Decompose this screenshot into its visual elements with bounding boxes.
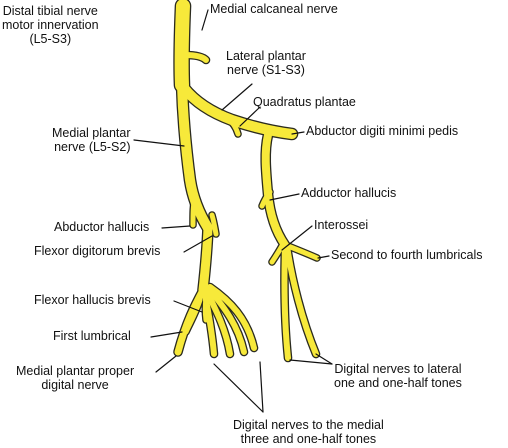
leader-digital-medial-a (213, 363, 264, 413)
label-digital-nerves-medial: Digital nerves to the medial three and o… (233, 418, 384, 446)
leader-flexor-hallucis-brevis (173, 300, 203, 313)
leader-lateral-plantar (221, 83, 253, 111)
mp-common-trunk (198, 223, 213, 295)
medial-plantar-trunk (177, 80, 213, 233)
leader-second-fourth-lumbricals (317, 255, 330, 259)
label-distal-tibial-nerve: Distal tibial nerve motor innervation (L… (2, 4, 99, 46)
leader-abductor-digiti-minimi (291, 131, 305, 135)
leader-quadratus-plantae (239, 106, 261, 127)
quadratus-plantae-branch (225, 116, 241, 137)
leader-medial-plantar (133, 139, 185, 147)
label-line: three and one-half tones (240, 432, 377, 446)
label-line: Distal tibial nerve (2, 4, 98, 18)
label-flexor-digitorum-brevis: Flexor digitorum brevis (34, 244, 161, 258)
label-adductor-hallucis: Adductor hallucis (301, 186, 397, 200)
label-flexor-hallucis-brevis: Flexor hallucis brevis (34, 293, 151, 307)
leader-first-lumbrical (150, 331, 183, 338)
nerve-fill (174, 0, 320, 361)
first-lumbrical-branch (183, 297, 203, 335)
lumbrical-234-branch (285, 243, 320, 261)
lateral-digital-b (284, 243, 319, 357)
label-line: Digital nerves to lateral (334, 362, 462, 376)
label-line: Medial plantar proper (16, 364, 135, 378)
nerve-branches (173, 0, 321, 363)
medial-digital-3 (206, 286, 247, 355)
label-line: nerve (S1-S3) (227, 63, 305, 77)
abductor-hallucis-branch (190, 192, 198, 228)
label-line: (L5-S3) (29, 32, 72, 46)
medial-digital-1 (202, 292, 217, 357)
label-line: nerve (L5-S2) (54, 140, 131, 154)
label-quadratus-plantae: Quadratus plantae (253, 95, 356, 109)
label-second-to-fourth-lumbricals: Second to fourth lumbricals (331, 248, 483, 262)
label-medial-plantar-nerve: Medial plantar nerve (L5-S2) (52, 126, 131, 154)
label-line: one and one-half tones (334, 376, 462, 390)
leader-digital-medial-b (259, 361, 264, 413)
leader-lines (133, 9, 333, 413)
label-line: motor innervation (2, 18, 99, 32)
label-abductor-hallucis: Abductor hallucis (54, 220, 150, 234)
adductor-hallucis-branch (259, 189, 273, 209)
label-medial-plantar-proper-digital-nerve: Medial plantar proper digital nerve (16, 364, 134, 392)
label-digital-nerves-lateral: Digital nerves to lateral one and one-ha… (334, 362, 462, 390)
medial-digital-4 (207, 284, 257, 351)
leader-abductor-hallucis (161, 225, 191, 229)
label-lateral-plantar-nerve: Lateral plantar nerve (S1-S3) (226, 49, 306, 77)
leader-medial-plantar-proper (155, 355, 177, 373)
leader-interossei (281, 225, 313, 251)
leader-digital-lateral-b (315, 353, 333, 365)
lateral-digital-a (281, 243, 291, 361)
tibial-trunk (174, 0, 190, 92)
fdb-branch (209, 212, 219, 237)
label-line: Lateral plantar (226, 49, 306, 63)
leader-adductor-hallucis (269, 193, 300, 201)
label-first-lumbrical: First lumbrical (53, 329, 131, 343)
medial-calcaneal-branch (182, 52, 209, 63)
label-interossei: Interossei (314, 218, 369, 232)
leader-flexor-digitorum-brevis (183, 235, 213, 253)
label-line: Medial plantar (52, 126, 131, 140)
label-line: digital nerve (41, 378, 109, 392)
leader-medial-calcaneal (201, 9, 209, 31)
medial-proper-digital (174, 286, 207, 356)
label-line: Digital nerves to the medial (233, 418, 384, 432)
medial-digital-2 (204, 289, 233, 357)
label-abductor-digiti-minimi-pedis: Abductor digiti minimi pedis (306, 124, 459, 138)
label-medial-calcaneal-nerve: Medial calcaneal nerve (210, 2, 338, 16)
leader-digital-lateral-a (289, 359, 333, 365)
